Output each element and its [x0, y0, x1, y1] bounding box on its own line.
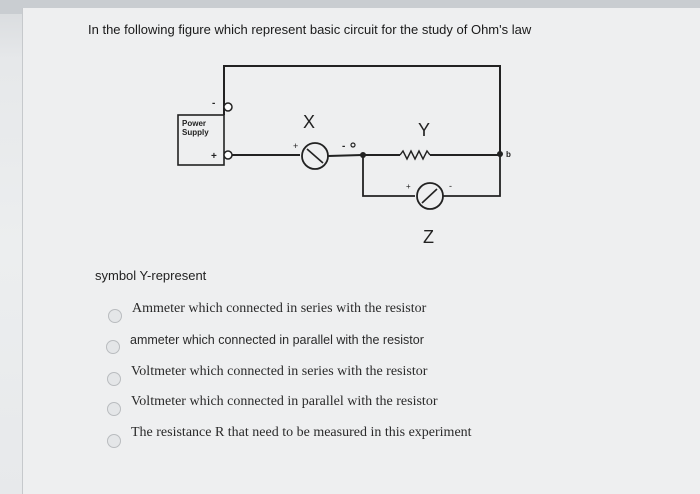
- wire-branch-left: [362, 155, 415, 197]
- question-text: In the following figure which represent …: [88, 22, 532, 37]
- node-b-label: b: [506, 150, 511, 159]
- radio-button[interactable]: [107, 372, 121, 386]
- option-1[interactable]: Ammeter which connected in series with t…: [108, 295, 426, 323]
- meter-z-plus: +: [406, 182, 411, 191]
- wire-branch-right: [443, 154, 501, 197]
- meter-x-needle: [306, 148, 324, 164]
- option-5[interactable]: The resistance R that need to be measure…: [107, 418, 472, 448]
- meter-x-label: X: [303, 112, 315, 132]
- meter-x-minus: -: [342, 141, 345, 152]
- positive-terminal: [223, 150, 233, 160]
- option-label: Ammeter which connected in series with t…: [132, 301, 427, 316]
- meter-z-label: Z: [423, 227, 434, 247]
- question-panel: [22, 8, 700, 494]
- option-label: Voltmeter which connected in series with…: [131, 364, 428, 379]
- resistor-y-label: Y: [418, 120, 430, 140]
- option-label: ammeter which connected in parallel with…: [130, 333, 424, 347]
- meter-x-terminal: [350, 142, 356, 148]
- option-label: Voltmeter which connected in parallel wi…: [131, 394, 438, 409]
- meter-x-plus: +: [293, 141, 298, 151]
- wire-top: [223, 65, 501, 154]
- radio-button[interactable]: [107, 402, 121, 416]
- meter-z-minus: -: [449, 181, 452, 191]
- power-supply-box: [177, 114, 225, 166]
- sub-question-text: symbol Y-represent: [95, 268, 207, 283]
- option-2[interactable]: ammeter which connected in parallel with…: [106, 326, 424, 354]
- power-supply-label-line2: Supply: [182, 128, 209, 137]
- ohms-law-circuit-diagram: Power Supply - + + X - Y b + - Z: [177, 65, 511, 247]
- wire-x-to-node: [327, 154, 363, 157]
- option-4[interactable]: Voltmeter which connected in parallel wi…: [107, 388, 437, 416]
- resistor-y-symbol: [399, 149, 431, 161]
- radio-button[interactable]: [108, 309, 122, 323]
- radio-button[interactable]: [106, 340, 120, 354]
- power-supply-label-line1: Power: [182, 119, 206, 128]
- option-3[interactable]: Voltmeter which connected in series with…: [107, 358, 427, 386]
- meter-z-needle: [421, 188, 438, 204]
- option-label: The resistance R that need to be measure…: [131, 425, 472, 440]
- negative-terminal: [223, 102, 233, 112]
- radio-button[interactable]: [107, 434, 121, 448]
- positive-sign: +: [211, 151, 217, 162]
- negative-sign: -: [212, 98, 215, 109]
